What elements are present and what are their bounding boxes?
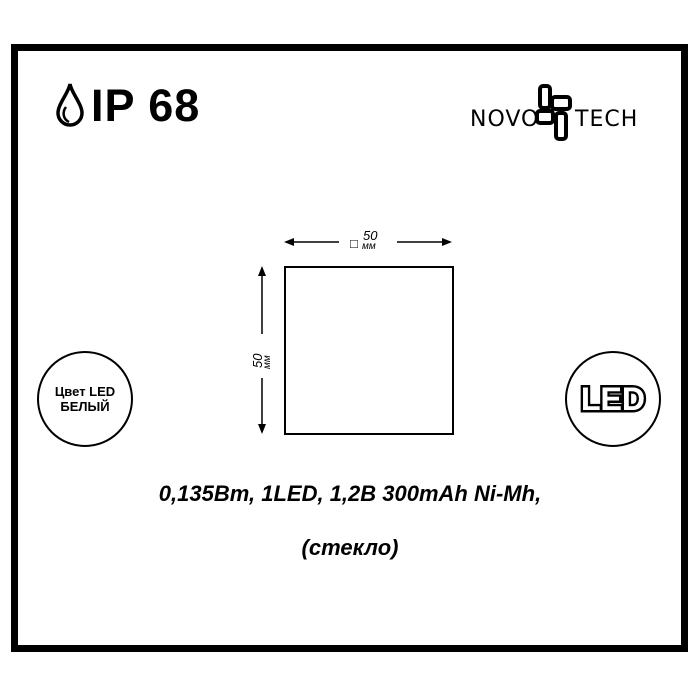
led-icon: LED LED — [579, 379, 648, 419]
width-unit: мм — [362, 241, 376, 252]
ip-rating: IP 68 — [55, 80, 200, 130]
brand-name-left: NOVO — [470, 107, 540, 132]
height-arrow-icon — [258, 266, 266, 434]
led-badge: LED LED — [565, 351, 661, 447]
water-drop-icon — [56, 83, 84, 127]
novotech-logo-icon — [535, 84, 572, 141]
outer-frame — [11, 44, 688, 652]
brand-name-right: TECH — [575, 107, 639, 132]
specs-line-2: (стекло) — [301, 535, 399, 560]
width-value: 50 — [363, 228, 378, 243]
led-color-title: Цвет LED — [54, 384, 116, 399]
product-outline — [284, 266, 454, 435]
height-dimension: 50 мм — [250, 266, 280, 434]
led-color-value: БЕЛЫЙ — [60, 399, 110, 414]
width-dimension: □ 50 мм — [284, 228, 452, 253]
width-arrow-icon — [284, 238, 452, 246]
ip-rating-label: IP 68 — [91, 79, 201, 131]
height-unit: мм — [262, 355, 273, 369]
brand-logo: NOVO TECH — [470, 83, 660, 143]
specs-line-1: 0,135Вт, 1LED, 1,2В 300mAh Ni-Mh, — [158, 481, 542, 506]
led-color-badge: Цвет LED БЕЛЫЙ — [37, 351, 133, 447]
square-symbol: □ — [350, 236, 358, 251]
led-label: LED — [581, 381, 645, 417]
led-label-fill: LED — [581, 381, 645, 417]
